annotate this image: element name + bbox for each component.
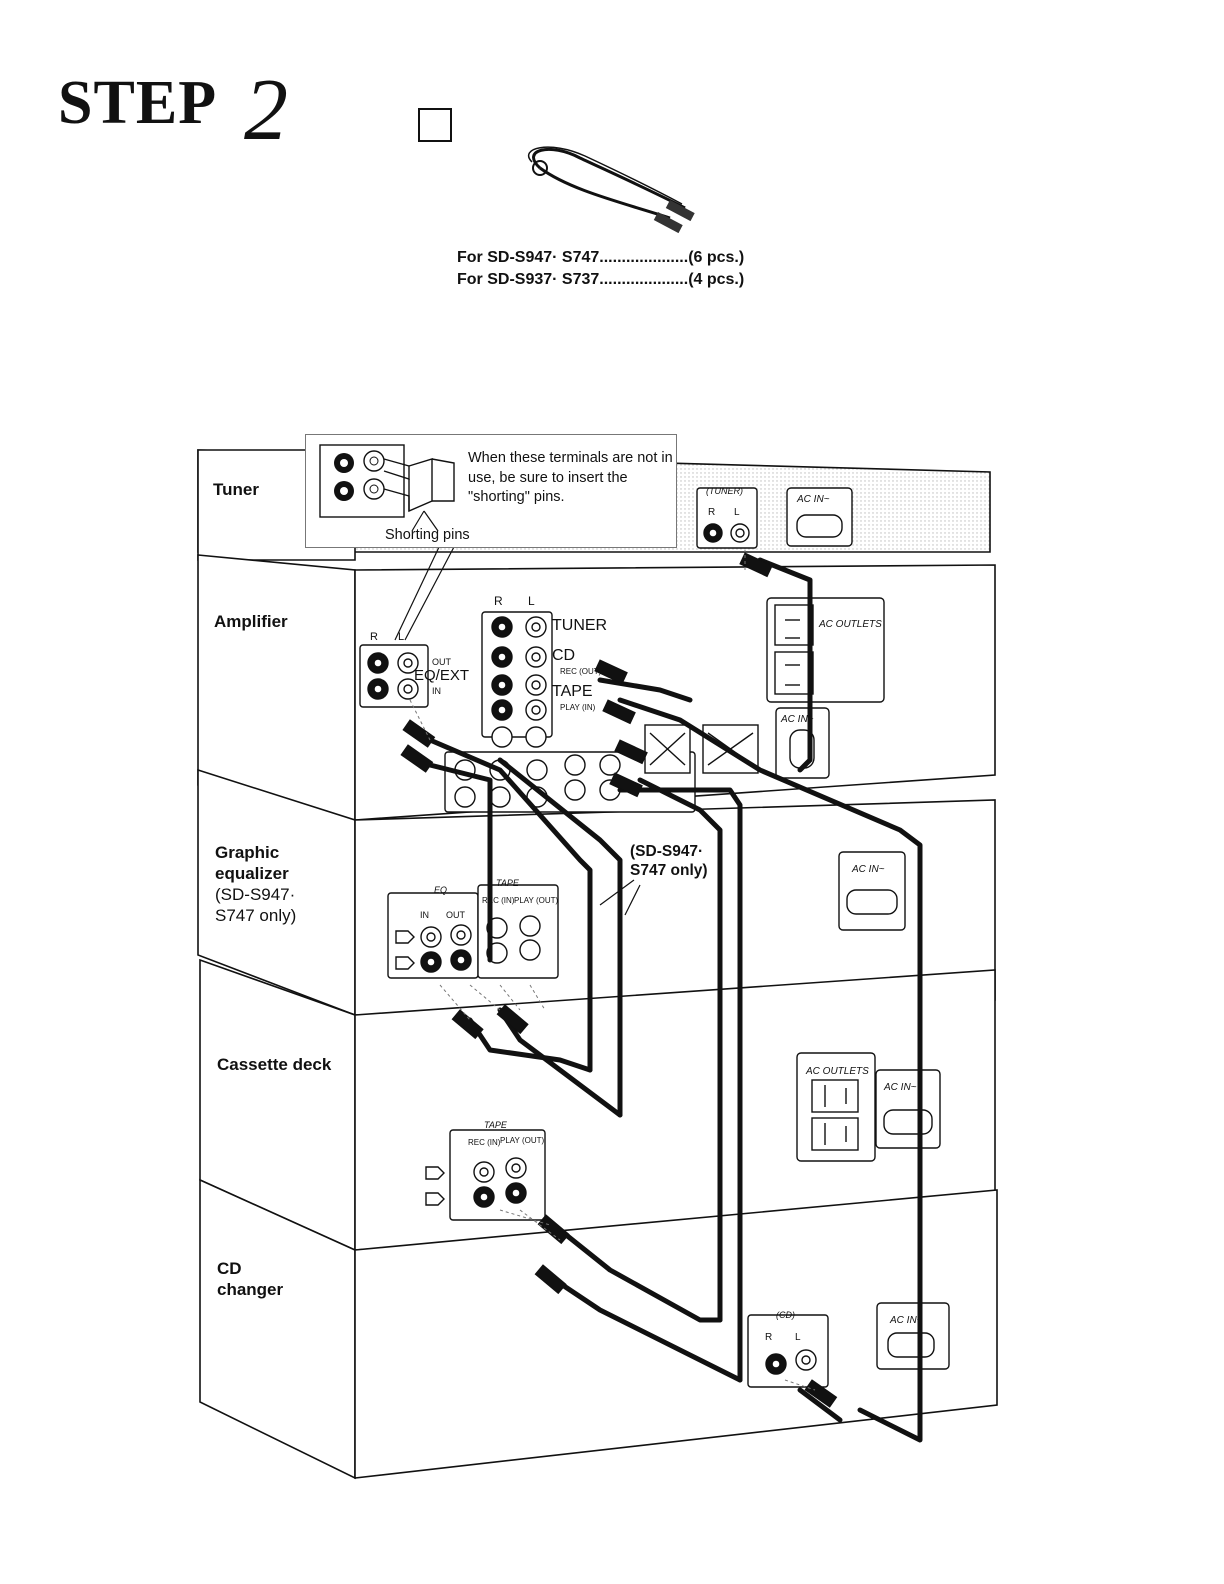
label-equalizer-line2: equalizer xyxy=(215,864,289,883)
svg-text:AC IN~: AC IN~ xyxy=(883,1082,917,1093)
svg-text:EQ/EXT: EQ/EXT xyxy=(414,667,469,684)
svg-text:R: R xyxy=(708,507,715,518)
s947-note-line2: S747 only) xyxy=(630,862,708,879)
svg-text:AC IN~: AC IN~ xyxy=(851,864,885,875)
s947-note-line1: (SD-S947· xyxy=(630,843,704,860)
svg-text:REC (OUT): REC (OUT) xyxy=(560,667,602,676)
svg-text:AC OUTLETS: AC OUTLETS xyxy=(805,1066,869,1077)
svg-text:AC OUTLETS: AC OUTLETS xyxy=(818,619,882,630)
step-title: STEP xyxy=(58,69,218,137)
svg-text:AC IN~: AC IN~ xyxy=(889,1315,923,1326)
label-amplifier: Amplifier xyxy=(214,612,288,631)
svg-text:TAPE: TAPE xyxy=(552,683,593,700)
label-equalizer-line1: Graphic xyxy=(215,843,280,862)
tuner-output-jacks: (TUNER) R L xyxy=(696,486,758,549)
s947-only-note: (SD-S947· S747 only) xyxy=(630,842,708,880)
svg-text:TAPE: TAPE xyxy=(496,878,520,888)
tuner-ac-inlet: AC IN~ xyxy=(786,487,853,547)
s947-pointer xyxy=(599,879,641,916)
guide-dashes xyxy=(409,550,816,1391)
svg-text:TAPE: TAPE xyxy=(484,1120,508,1130)
svg-text:IN: IN xyxy=(432,686,441,696)
svg-text:(TUNER): (TUNER) xyxy=(706,486,743,496)
shorting-pins-icon xyxy=(319,444,455,532)
shorting-pins-label: Shorting pins xyxy=(385,527,470,543)
eq-jack-panel: EQ IN OUT TAPE REC (IN) PLAY (OUT) xyxy=(387,878,559,979)
connection-cord-icon xyxy=(528,146,695,234)
label-cd-changer: CD changer xyxy=(217,1258,283,1300)
svg-text:CD: CD xyxy=(552,647,575,664)
label-equalizer: Graphic equalizer (SD-S947· S747 only) xyxy=(215,842,296,926)
cd-output-jacks: (CD) R L xyxy=(747,1310,829,1388)
svg-text:EQ: EQ xyxy=(434,885,447,895)
svg-text:PLAY (IN): PLAY (IN) xyxy=(560,703,596,712)
svg-text:TUNER: TUNER xyxy=(552,617,607,634)
label-cd-line2: changer xyxy=(217,1280,284,1299)
svg-text:OUT: OUT xyxy=(432,657,452,667)
cassette-ac-inlet: AC IN~ xyxy=(875,1069,941,1149)
amp-ac-inlet: AC IN~ xyxy=(775,707,830,779)
step-number: 2 xyxy=(244,62,288,159)
shorting-pins-callout: When these terminals are not in use, be … xyxy=(305,434,677,548)
step-checkbox[interactable] xyxy=(418,108,452,142)
svg-text:L: L xyxy=(734,507,740,518)
label-equalizer-line3: (SD-S947· xyxy=(215,885,296,904)
svg-text:PLAY (OUT): PLAY (OUT) xyxy=(500,1136,544,1145)
label-tuner: Tuner xyxy=(213,480,259,499)
svg-text:AC IN~: AC IN~ xyxy=(780,714,814,725)
cd-changer-unit xyxy=(199,1178,998,1480)
svg-text:OUT: OUT xyxy=(446,910,466,920)
pins-pointer xyxy=(394,544,456,641)
svg-text:R: R xyxy=(765,1332,772,1343)
label-cd-line1: CD xyxy=(217,1259,242,1278)
cd-ac-inlet: AC IN~ xyxy=(876,1302,950,1370)
eq-ac-inlet: AC IN~ xyxy=(838,851,906,931)
connection-cords xyxy=(427,557,923,1443)
svg-text:L: L xyxy=(795,1332,801,1343)
svg-text:AC IN~: AC IN~ xyxy=(796,494,830,505)
svg-text:L: L xyxy=(528,594,535,608)
svg-text:REC (IN): REC (IN) xyxy=(468,1138,501,1147)
label-cassette: Cassette deck xyxy=(217,1055,332,1074)
cassette-jack-panel: TAPE REC (IN) PLAY (OUT) xyxy=(425,1120,546,1221)
svg-text:L: L xyxy=(398,631,404,643)
amp-eq-ext-jacks: R L OUT EQ/EXT IN xyxy=(359,631,469,708)
cord-quantity-line2: For SD-S937· S737....................(4 … xyxy=(457,271,745,288)
cord-plugs xyxy=(400,552,838,1408)
shorting-pins-note: When these terminals are not in use, be … xyxy=(468,450,673,505)
svg-text:IN: IN xyxy=(420,910,429,920)
svg-text:R: R xyxy=(494,594,503,608)
amp-ac-outlets: AC OUTLETS xyxy=(766,597,885,703)
cassette-ac-outlets: AC OUTLETS xyxy=(796,1052,876,1162)
svg-text:R: R xyxy=(370,631,378,643)
svg-text:(CD): (CD) xyxy=(776,1310,795,1320)
svg-text:PLAY (OUT): PLAY (OUT) xyxy=(514,896,558,905)
label-equalizer-line4: S747 only) xyxy=(215,906,297,925)
svg-text:REC (IN): REC (IN) xyxy=(482,896,515,905)
amp-input-jacks: R L TUNER CD REC (OUT) TAPE PLAY (IN) xyxy=(481,594,607,748)
cord-quantity-line1: For SD-S947· S747....................(6 … xyxy=(457,249,745,266)
